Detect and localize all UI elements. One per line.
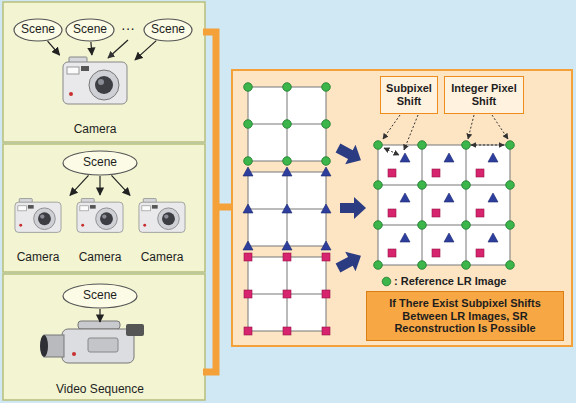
- lr-panel: [232, 70, 572, 346]
- merge-arrows: [333, 138, 366, 277]
- camera-icon: [77, 199, 123, 233]
- video-camera-icon: [40, 321, 144, 363]
- scene-panel: [3, 144, 205, 272]
- arrow-connector: [135, 41, 156, 60]
- arrow-connector: [99, 176, 100, 195]
- scene-ellipse: Scene: [65, 18, 115, 42]
- scene-panel: [3, 2, 205, 142]
- scene-ellipse: Scene: [143, 18, 193, 42]
- shift-label-box: Integer Pixel Shift: [444, 76, 524, 114]
- lr-grid: [244, 83, 331, 166]
- camera-icon: [63, 57, 127, 104]
- node-text: Scene: [83, 289, 117, 303]
- scene-ellipse: Scene: [62, 283, 138, 309]
- shift-label-box: Subpixel Shift: [380, 76, 438, 114]
- ellipsis-label: ···: [114, 20, 142, 36]
- camera-icon: [139, 199, 185, 233]
- node-text: Scene: [21, 23, 55, 37]
- node-text: Camera: [79, 251, 122, 265]
- lr-grid: [244, 253, 330, 335]
- video-node: Video Sequence: [40, 322, 160, 397]
- node-text: Scene: [151, 23, 185, 37]
- camera-node: Camera: [130, 195, 194, 265]
- legend-entry: : Reference LR Image: [381, 275, 506, 287]
- arrow-connector: [48, 41, 60, 55]
- lr-grid: [243, 167, 331, 250]
- scene-arrow: [108, 40, 128, 58]
- camera-node: Camera: [55, 55, 135, 137]
- node-text: Scene: [73, 23, 107, 37]
- scene-ellipse: Scene: [62, 150, 138, 176]
- arrow-connector: [99, 309, 100, 322]
- legend-swatch: [381, 276, 392, 287]
- node-text: Subpixel Shift: [383, 82, 435, 107]
- scene-ellipse: Scene: [13, 18, 63, 42]
- node-text: Camera: [141, 251, 184, 265]
- node-text: Scene: [83, 156, 117, 170]
- legend-text: : Reference LR Image: [394, 275, 506, 287]
- orange-bracket-arm: [216, 204, 231, 211]
- arrow-connector: [111, 175, 130, 195]
- arrow-connector: [90, 42, 92, 55]
- shift-leader: [383, 115, 508, 155]
- node-text: Video Sequence: [56, 383, 144, 397]
- camera-icon: [15, 199, 61, 233]
- conclusion-box: If There Exist Subpixel Shifts Between L…: [366, 291, 564, 341]
- camera-node: Camera: [68, 195, 132, 265]
- hr-grid: [374, 141, 515, 270]
- scene-panel: [3, 274, 205, 400]
- node-text: If There Exist Subpixel Shifts Between L…: [369, 297, 561, 335]
- node-text: Integer Pixel Shift: [447, 82, 521, 107]
- arrow-connector: [70, 175, 89, 195]
- orange-bracket: [203, 32, 216, 372]
- node-text: Camera: [74, 123, 117, 137]
- node-text: Camera: [17, 251, 60, 265]
- camera-node: Camera: [6, 195, 70, 265]
